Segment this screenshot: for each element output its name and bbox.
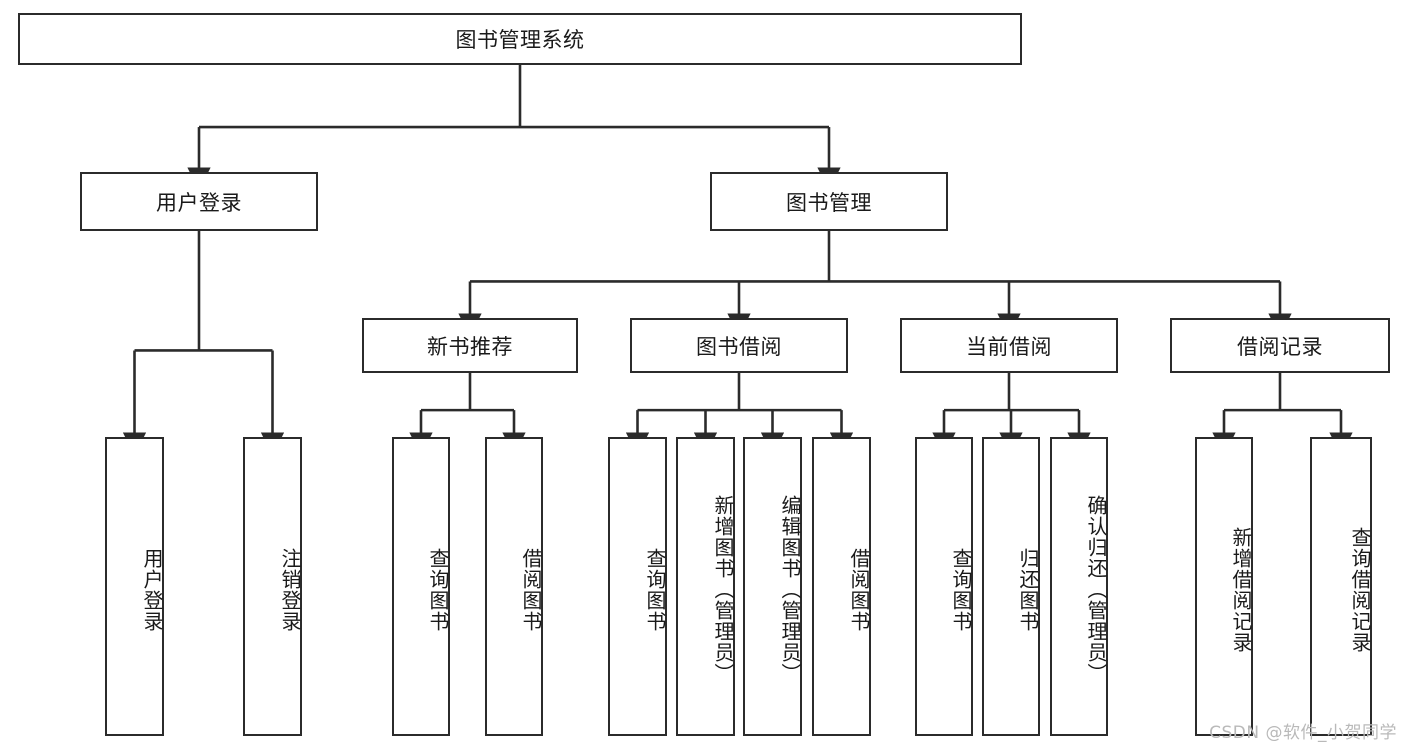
node-root[interactable]: 图书管理系统	[18, 13, 1022, 65]
node-borrow-record[interactable]: 借阅记录	[1170, 318, 1390, 373]
node-new-book-recommend[interactable]: 新书推荐	[362, 318, 578, 373]
node-label: 图书管理	[786, 190, 872, 215]
node-root-label: 图书管理系统	[455, 28, 585, 52]
node-label: 当前借阅	[966, 334, 1052, 359]
node-user-login[interactable]: 用户登录	[80, 172, 318, 231]
leaf-leaf-confirm-return[interactable]: 确认归还（管理员）	[1050, 437, 1108, 736]
node-current-borrow[interactable]: 当前借阅	[900, 318, 1118, 373]
node-label: 新书推荐	[427, 334, 513, 359]
leaf-label: 用户登录	[140, 547, 164, 632]
leaf-label: 确认归还（管理员）	[1084, 495, 1108, 684]
leaf-label: 借阅图书	[847, 547, 871, 632]
leaf-leaf-edit-book[interactable]: 编辑图书（管理员）	[743, 437, 802, 736]
node-book-manage[interactable]: 图书管理	[710, 172, 948, 231]
leaf-label: 归还图书	[1016, 547, 1040, 632]
node-label: 用户登录	[156, 190, 242, 215]
leaf-leaf-query-book-3[interactable]: 查询图书	[915, 437, 973, 736]
leaf-leaf-add-record[interactable]: 新增借阅记录	[1195, 437, 1253, 736]
leaf-leaf-logout-login[interactable]: 注销登录	[243, 437, 302, 736]
leaf-label: 注销登录	[278, 547, 302, 632]
leaf-leaf-return-book[interactable]: 归还图书	[982, 437, 1040, 736]
leaf-leaf-query-record[interactable]: 查询借阅记录	[1310, 437, 1372, 736]
leaf-leaf-borrow-book-1[interactable]: 借阅图书	[485, 437, 543, 736]
leaf-label: 编辑图书（管理员）	[778, 495, 802, 684]
leaf-label: 新增借阅记录	[1229, 526, 1253, 653]
leaf-label: 查询图书	[949, 547, 973, 632]
leaf-leaf-query-book-1[interactable]: 查询图书	[392, 437, 450, 736]
leaf-leaf-user-login[interactable]: 用户登录	[105, 437, 164, 736]
connector-lines	[122, 65, 1353, 456]
leaf-label: 借阅图书	[519, 547, 543, 632]
node-book-borrow[interactable]: 图书借阅	[630, 318, 848, 373]
leaf-label: 查询图书	[426, 547, 450, 632]
leaf-leaf-query-book-2[interactable]: 查询图书	[608, 437, 667, 736]
leaf-label: 查询借阅记录	[1348, 526, 1372, 653]
node-label: 借阅记录	[1237, 334, 1323, 359]
leaf-label: 新增图书（管理员）	[711, 495, 735, 684]
leaf-leaf-borrow-book-2[interactable]: 借阅图书	[812, 437, 871, 736]
leaf-leaf-add-book[interactable]: 新增图书（管理员）	[676, 437, 735, 736]
leaf-label: 查询图书	[643, 547, 667, 632]
node-label: 图书借阅	[696, 334, 782, 359]
watermark: CSDN @软件_小贺同学	[1209, 723, 1397, 743]
